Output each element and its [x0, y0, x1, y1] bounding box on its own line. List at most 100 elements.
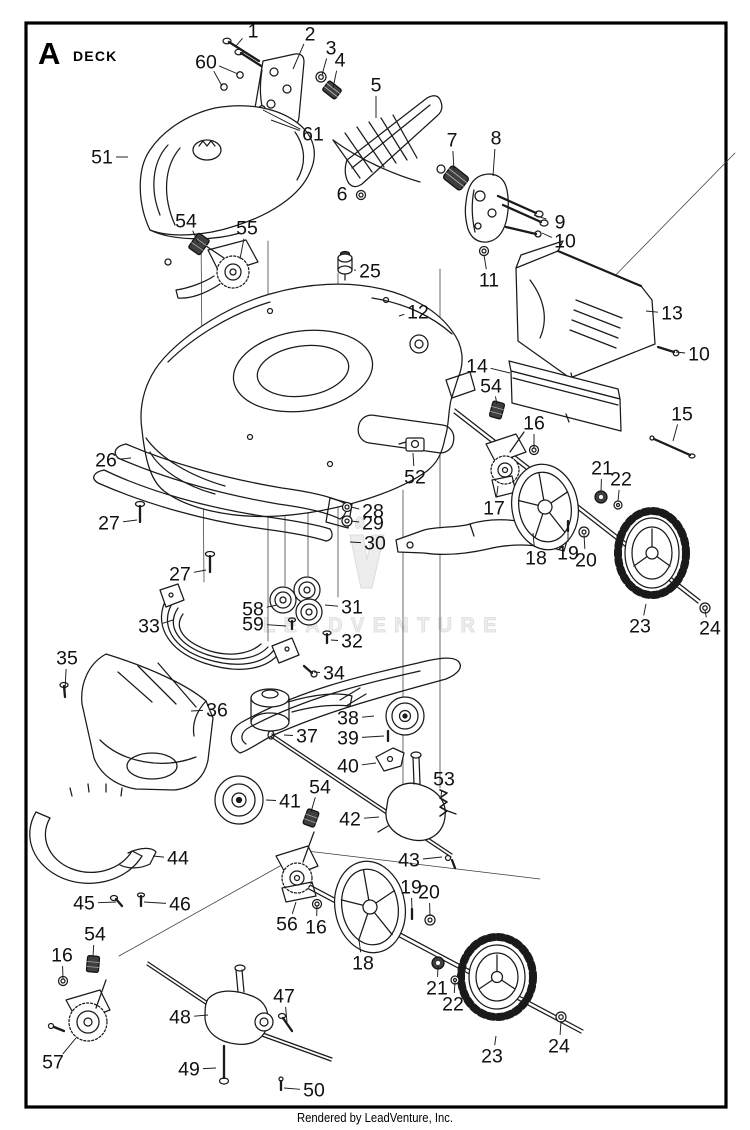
callout-15[interactable]: 15 — [671, 404, 693, 426]
callout-5[interactable]: 5 — [371, 75, 382, 97]
callout-27[interactable]: 27 — [98, 513, 120, 535]
leader-line-31 — [324, 604, 339, 607]
callout-52[interactable]: 52 — [404, 467, 426, 489]
callout-35[interactable]: 35 — [56, 648, 78, 670]
callout-3[interactable]: 3 — [326, 38, 337, 60]
callout-53[interactable]: 53 — [433, 769, 455, 791]
leader-line-9 — [533, 214, 547, 220]
leader-line-61 — [270, 119, 300, 131]
callout-20[interactable]: 20 — [418, 882, 440, 904]
callout-7[interactable]: 7 — [447, 130, 458, 152]
callout-28[interactable]: 28 — [362, 501, 384, 523]
callout-18[interactable]: 18 — [352, 953, 374, 975]
callout-47[interactable]: 47 — [273, 986, 295, 1008]
callout-59[interactable]: 59 — [242, 614, 264, 636]
callout-44[interactable]: 44 — [167, 848, 189, 870]
callout-17[interactable]: 17 — [483, 498, 505, 520]
callout-40[interactable]: 40 — [337, 756, 359, 778]
callout-12[interactable]: 12 — [407, 302, 429, 324]
spindle-pulley — [250, 688, 353, 732]
callout-22[interactable]: 22 — [442, 994, 464, 1016]
callout-48[interactable]: 48 — [169, 1007, 191, 1029]
leader-line-37 — [283, 734, 294, 736]
callout-54[interactable]: 54 — [309, 777, 331, 799]
callout-26[interactable]: 26 — [95, 450, 117, 472]
parts-28-29-fasteners — [341, 501, 353, 527]
callout-33[interactable]: 33 — [138, 616, 160, 638]
callout-32[interactable]: 32 — [341, 631, 363, 653]
part-52-clip — [398, 437, 425, 452]
leader-line-24 — [559, 1020, 562, 1036]
callout-54[interactable]: 54 — [84, 924, 106, 946]
callout-38[interactable]: 38 — [337, 708, 359, 730]
diagram-frame-border — [24, 21, 728, 1109]
callout-39[interactable]: 39 — [337, 728, 359, 750]
callout-24[interactable]: 24 — [548, 1036, 570, 1058]
callout-30[interactable]: 30 — [364, 533, 386, 555]
callout-23[interactable]: 23 — [481, 1046, 503, 1068]
part-35-screw — [59, 681, 69, 699]
part-26-bumper — [93, 443, 353, 542]
callout-49[interactable]: 49 — [178, 1059, 200, 1081]
callout-56[interactable]: 56 — [276, 914, 298, 936]
callout-2[interactable]: 2 — [305, 24, 316, 46]
callout-31[interactable]: 31 — [341, 597, 363, 619]
part-11-nut — [478, 245, 490, 257]
callout-29[interactable]: 29 — [362, 513, 384, 535]
parts-32-59-34-screws — [287, 617, 332, 678]
callout-60[interactable]: 60 — [195, 52, 217, 74]
callout-10[interactable]: 10 — [688, 344, 710, 366]
leader-line-56 — [291, 901, 297, 914]
callout-50[interactable]: 50 — [303, 1080, 325, 1102]
callout-55[interactable]: 55 — [236, 218, 258, 240]
callout-24[interactable]: 24 — [699, 618, 721, 640]
callout-13[interactable]: 13 — [661, 303, 683, 325]
callout-19[interactable]: 19 — [400, 877, 422, 899]
leader-line-1 — [235, 37, 243, 47]
part-57-height-adjuster — [47, 979, 111, 1042]
callout-54[interactable]: 54 — [480, 376, 502, 398]
callout-10[interactable]: 10 — [554, 231, 576, 253]
leader-line-45 — [97, 901, 117, 904]
callout-45[interactable]: 45 — [73, 893, 95, 915]
callout-22[interactable]: 22 — [610, 469, 632, 491]
callout-16[interactable]: 16 — [523, 413, 545, 435]
leader-line-39 — [361, 735, 385, 738]
leader-line-24 — [704, 609, 707, 618]
callout-23[interactable]: 23 — [629, 616, 651, 638]
callout-34[interactable]: 34 — [323, 663, 345, 685]
callout-61[interactable]: 61 — [302, 124, 324, 146]
page-title-letter: A — [38, 36, 60, 71]
callout-36[interactable]: 36 — [206, 700, 228, 722]
callout-16[interactable]: 16 — [305, 917, 327, 939]
callout-25[interactable]: 25 — [359, 261, 381, 283]
callout-4[interactable]: 4 — [335, 50, 346, 72]
part-56-height-adjuster — [275, 831, 319, 903]
callout-41[interactable]: 41 — [279, 791, 301, 813]
callout-18[interactable]: 18 — [525, 548, 547, 570]
callout-51[interactable]: 51 — [91, 147, 113, 169]
callout-16[interactable]: 16 — [51, 945, 73, 967]
callout-6[interactable]: 6 — [337, 184, 348, 206]
callout-42[interactable]: 42 — [339, 809, 361, 831]
part-47-bolt — [277, 1012, 294, 1033]
callout-11[interactable]: 11 — [479, 270, 499, 292]
callout-54[interactable]: 54 — [175, 211, 197, 233]
callout-20[interactable]: 20 — [575, 550, 597, 572]
callout-57[interactable]: 57 — [42, 1052, 64, 1074]
callout-27[interactable]: 27 — [169, 564, 191, 586]
callout-1[interactable]: 1 — [248, 21, 259, 43]
callout-21[interactable]: 21 — [426, 978, 448, 1000]
callout-19[interactable]: 19 — [557, 543, 579, 565]
callout-43[interactable]: 43 — [398, 850, 420, 872]
callout-21[interactable]: 21 — [591, 458, 613, 480]
callout-14[interactable]: 14 — [466, 356, 488, 378]
callout-9[interactable]: 9 — [555, 212, 566, 234]
part-3-nut — [315, 71, 327, 83]
callout-58[interactable]: 58 — [242, 599, 264, 621]
leader-line-42 — [363, 816, 380, 819]
callout-46[interactable]: 46 — [169, 894, 191, 916]
callout-8[interactable]: 8 — [491, 128, 502, 150]
callout-37[interactable]: 37 — [296, 726, 318, 748]
